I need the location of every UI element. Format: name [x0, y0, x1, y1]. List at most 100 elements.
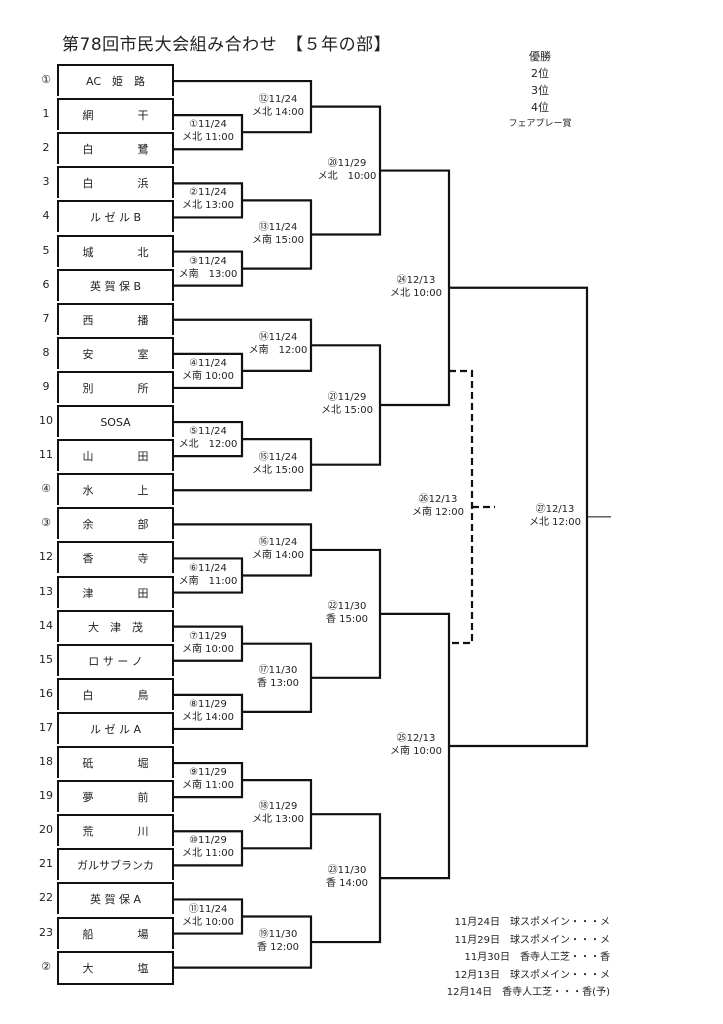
team-name: 英 賀 保 A: [89, 893, 141, 907]
team-name: 山 田: [82, 450, 149, 464]
team-seed-number: 14: [39, 618, 53, 632]
team-slot: 余 部: [57, 507, 174, 540]
team-name: 大 津 茂: [88, 620, 143, 634]
match-venue-time: メ北 13:00: [252, 814, 304, 826]
match-venue-time: メ北 15:00: [252, 464, 304, 476]
team-seed-number: 21: [39, 857, 53, 871]
team-name: 夢 前: [82, 791, 149, 805]
award-fair-play: フェアプレー賞: [508, 119, 572, 129]
team-seed-number: 9: [42, 379, 50, 393]
match-number-date: ⑲11/30: [258, 929, 298, 941]
match-number-date: ①11/24: [189, 119, 227, 131]
team-seed-number: 4: [42, 209, 50, 223]
team-seed-number: 1: [42, 107, 50, 121]
match-venue-time: 香 14:00: [326, 878, 368, 890]
team-seed-number: 3: [42, 175, 50, 189]
match-number-date: ⑥11/24: [189, 562, 227, 574]
team-seed-number: 6: [42, 277, 50, 291]
venue-row: 11月29日 球スポメイン・・・メ: [454, 934, 610, 946]
awards-list: 優勝 2位 3位 4位 フェアプレー賞: [490, 48, 590, 133]
team-name: 網 干: [82, 109, 149, 123]
team-name: 白 浜: [82, 177, 149, 191]
team-slot: ル ゼ ル A: [57, 711, 174, 744]
team-slot: 夢 前: [57, 780, 174, 813]
team-slot: ロ サ ー ノ: [57, 643, 174, 676]
team-name: 別 所: [82, 381, 149, 395]
team-slot: 香 寺: [57, 541, 174, 574]
match-venue-time: メ北 10:00: [182, 916, 234, 928]
match-venue-time: メ南 15:00: [252, 234, 304, 246]
team-slot: 白 鷺: [57, 132, 174, 165]
match-number-date: ㉒11/30: [327, 600, 367, 612]
team-slot: 大 津 茂: [57, 609, 174, 642]
match-number-date: ㉕12/13: [396, 733, 436, 744]
team-seed-number: 16: [39, 686, 53, 700]
team-name: ル ゼ ル B: [89, 211, 142, 225]
match-venue-time: メ北 15:00: [321, 405, 373, 416]
team-slot: 津 田: [57, 575, 174, 608]
award-2nd: 2位: [531, 67, 549, 80]
team-name: 白 鷺: [82, 143, 149, 157]
team-name: 大 塩: [82, 961, 149, 975]
team-seed-number: 10: [39, 414, 53, 428]
match-number-date: ⑳11/29: [327, 157, 367, 169]
team-slot: 英 賀 保 B: [57, 268, 174, 301]
team-slot: ガルサブランカ: [57, 848, 174, 881]
match-venue-time: 香 12:00: [257, 942, 299, 954]
team-seed-number: 19: [39, 789, 53, 803]
match-number-date: ⑩11/29: [189, 835, 227, 847]
match-venue-time: メ北 11:00: [182, 848, 234, 860]
match-number-date: ⑤11/24: [189, 426, 227, 438]
team-name: ル ゼ ル A: [89, 722, 141, 736]
team-name: ロ サ ー ノ: [88, 654, 143, 668]
team-slot: 安 室: [57, 336, 174, 369]
match-venue-time: メ北 11:00: [182, 132, 234, 144]
team-name: 英 賀 保 B: [89, 279, 142, 293]
team-slot: 白 浜: [57, 166, 174, 199]
match-label-m21: ㉑11/29 メ北 15:00: [313, 391, 381, 417]
page-title: 第78回市民大会組み合わせ 【５年の部】: [62, 35, 392, 55]
team-slot: ル ゼ ル B: [57, 200, 174, 233]
match-venue-time: メ北 14:00: [252, 106, 304, 118]
team-seed-number: 18: [39, 755, 53, 769]
match-venue-time: メ南 13:00: [178, 268, 238, 280]
team-seed-number: 2: [42, 141, 50, 155]
match-venue-time: メ南 10:00: [182, 370, 234, 382]
team-slot: 大 塩: [57, 950, 174, 985]
match-number-date: ㉓11/30: [327, 865, 367, 877]
team-name: 津 田: [82, 586, 149, 600]
match-venue-time: 香 13:00: [257, 677, 299, 689]
venue-legend: 11月24日 球スポメイン・・・メ 11月29日 球スポメイン・・・メ 11月3…: [440, 914, 610, 1002]
match-number-date: ⑭11/24: [258, 332, 298, 344]
match-number-date: ⑬11/24: [258, 221, 298, 233]
team-seed-number: ②: [41, 959, 51, 973]
match-number-date: ③11/24: [189, 255, 227, 267]
match-number-date: ㉑11/29: [327, 392, 367, 403]
team-slot: 網 干: [57, 98, 174, 131]
team-name: 余 部: [82, 518, 149, 532]
team-seed-number: 22: [39, 891, 53, 905]
match-venue-time: メ北 13:00: [182, 200, 234, 212]
match-venue-time: メ北 14:00: [182, 711, 234, 723]
match-venue-time: メ南 11:00: [182, 780, 234, 792]
match-number-date: ②11/24: [189, 187, 227, 199]
team-name: 荒 川: [82, 825, 149, 839]
venue-row: 11月30日 香寺人工芝・・・香: [464, 952, 610, 963]
team-seed-number: 17: [39, 720, 53, 734]
team-seed-number: ③: [41, 516, 51, 530]
venue-row: 12月13日 球スポメイン・・・メ: [454, 969, 610, 981]
team-seed-number: ①: [41, 73, 51, 87]
